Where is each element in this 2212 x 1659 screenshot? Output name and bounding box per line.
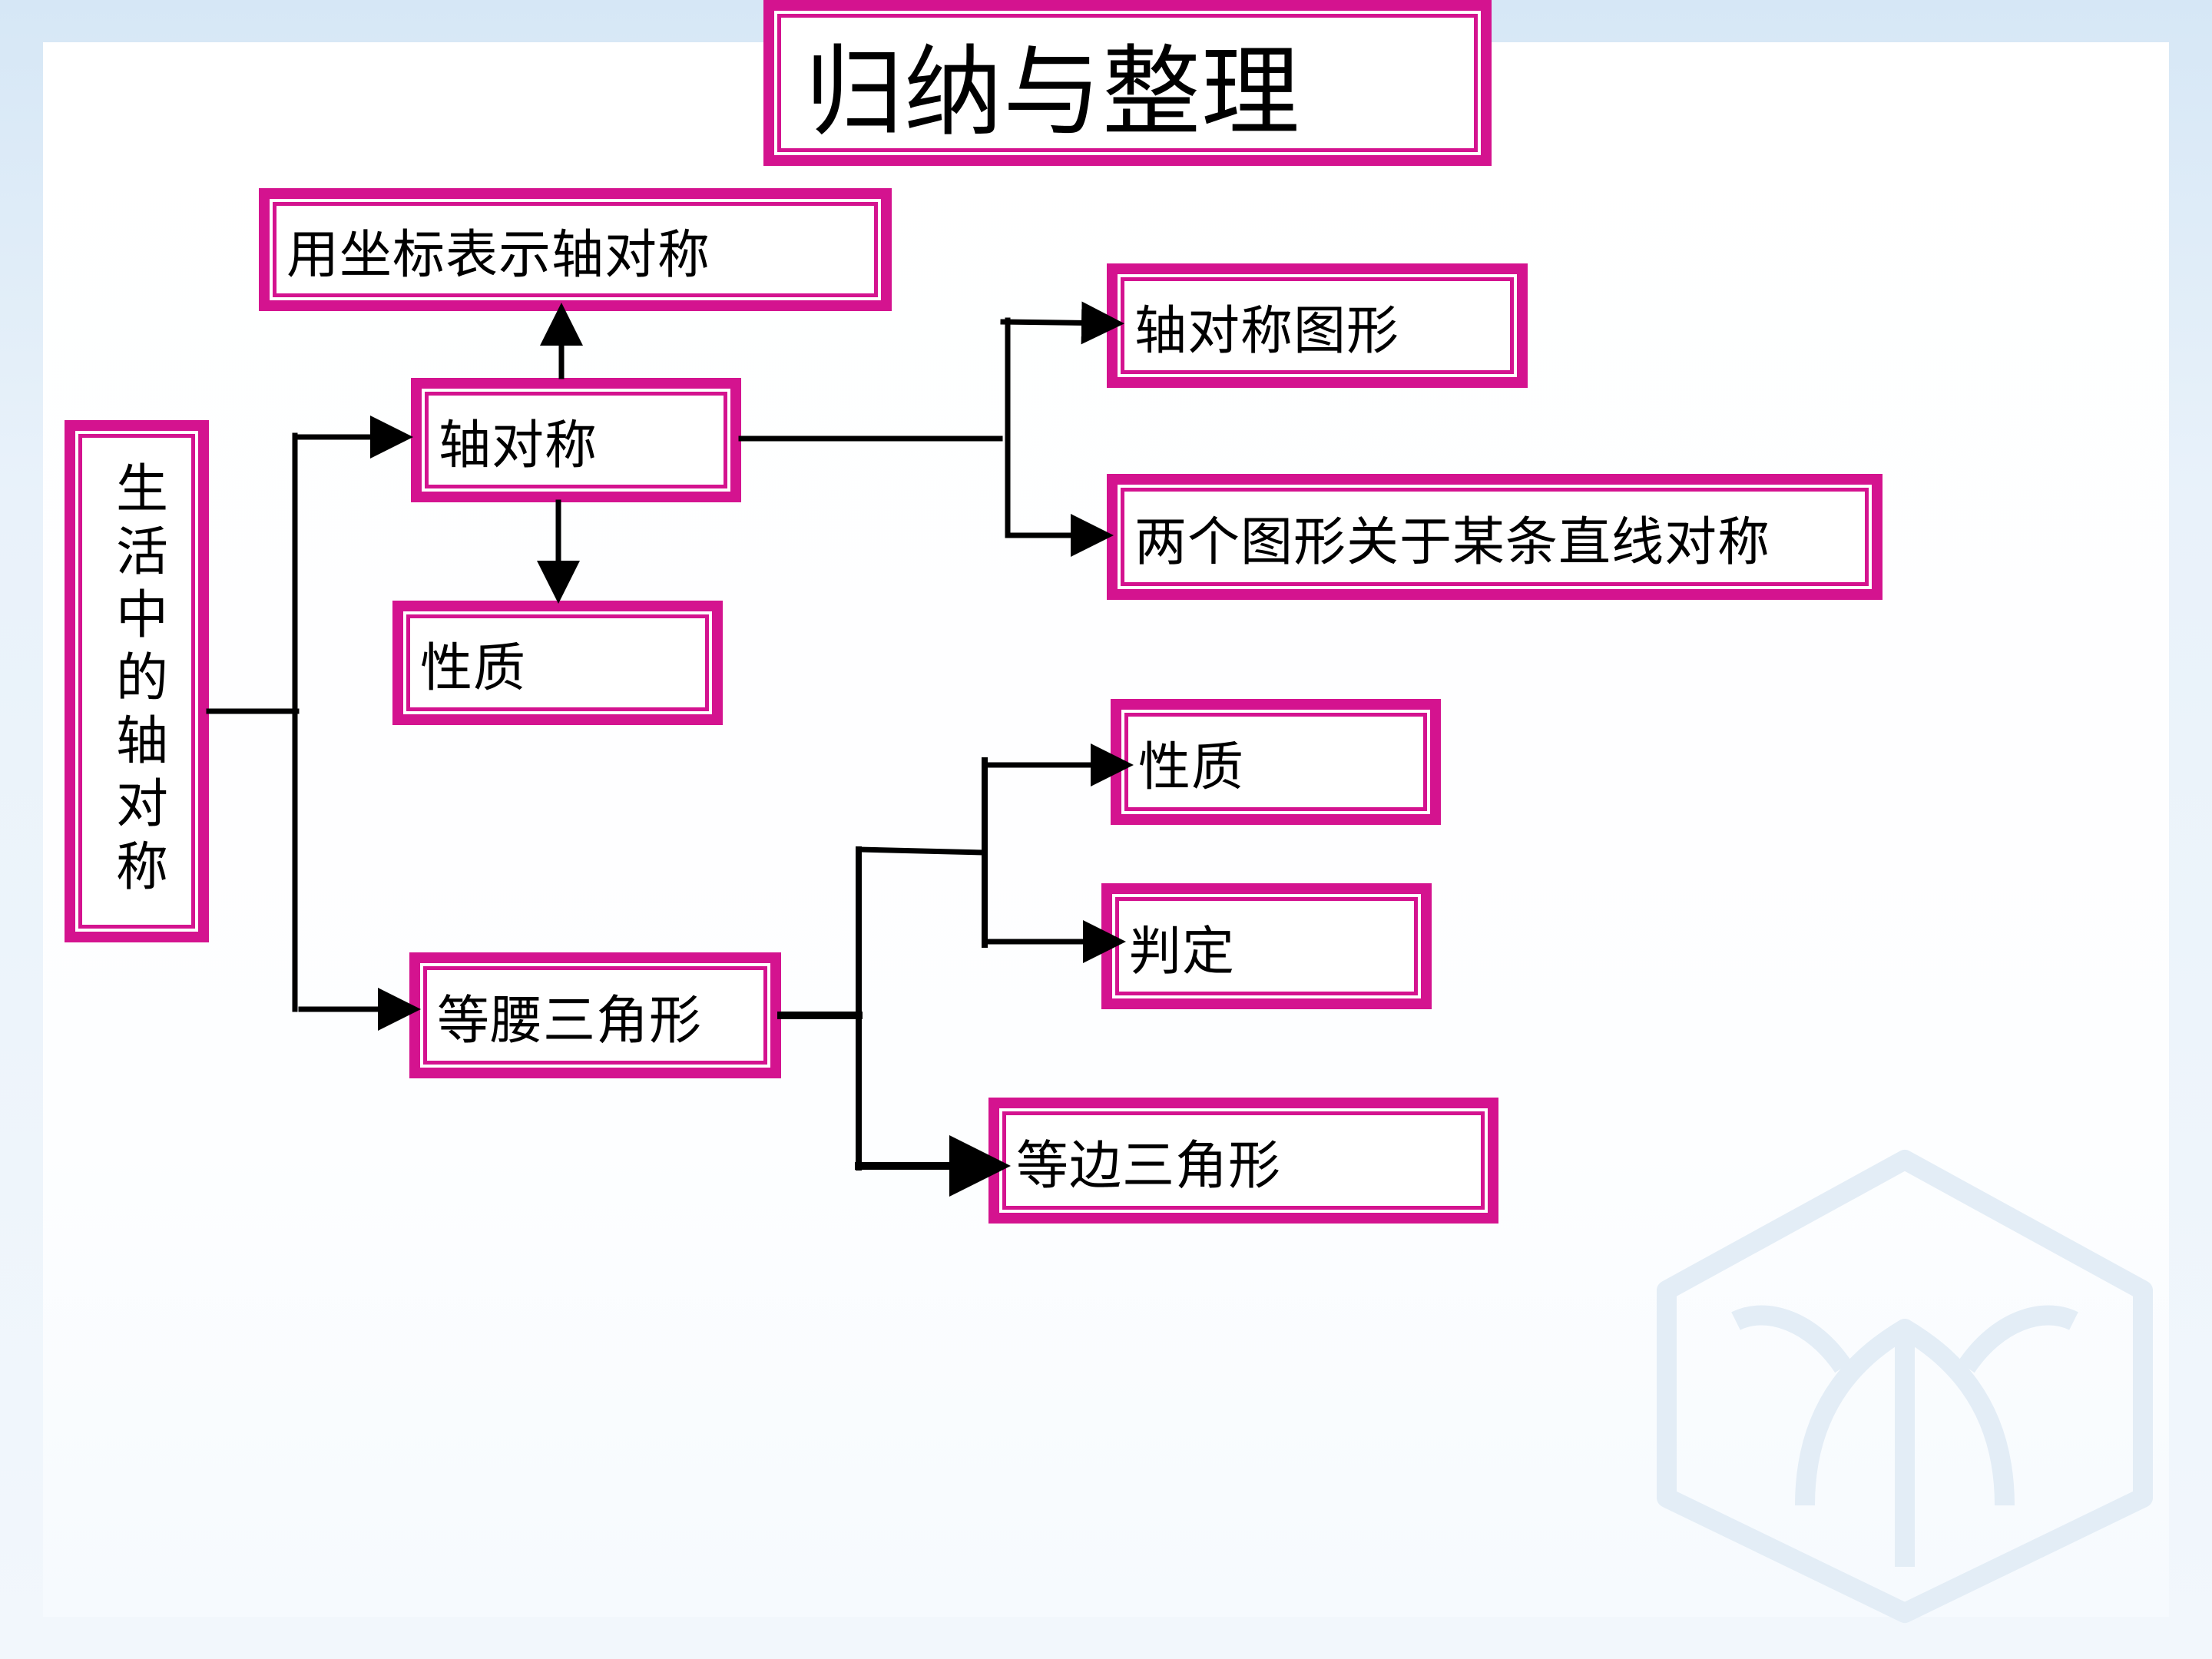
node-axis-properties-label: 性质 xyxy=(420,637,527,699)
title-box: 归纳与整理 xyxy=(763,0,1492,166)
node-equilateral: 等边三角形 xyxy=(988,1098,1498,1224)
page-title: 归纳与整理 xyxy=(805,35,1301,150)
node-axis-figure: 轴对称图形 xyxy=(1107,263,1528,388)
node-coord-symmetry: 用坐标表示轴对称 xyxy=(259,188,892,311)
title-box-inner-border xyxy=(777,14,1478,152)
root-node-label: 生活中的轴对称 xyxy=(106,461,167,902)
node-isosceles: 等腰三角形 xyxy=(409,952,781,1078)
node-axis-properties: 性质 xyxy=(392,601,723,725)
node-inner-border xyxy=(423,966,767,1065)
node-inner-border xyxy=(1121,277,1514,374)
node-isosceles-label: 等腰三角形 xyxy=(437,990,703,1051)
node-two-figures: 两个图形关于某条直线对称 xyxy=(1107,474,1883,600)
node-inner-border xyxy=(406,614,709,711)
node-iso-properties-label: 性质 xyxy=(1138,737,1245,798)
node-coord-symmetry-label: 用坐标表示轴对称 xyxy=(286,224,711,286)
root-node-inner-border xyxy=(78,434,195,929)
node-axis-symmetry: 轴对称 xyxy=(411,378,741,502)
node-inner-border xyxy=(273,202,878,297)
node-iso-properties: 性质 xyxy=(1111,699,1441,825)
node-equilateral-label: 等边三角形 xyxy=(1016,1135,1282,1197)
node-two-figures-label: 两个图形关于某条直线对称 xyxy=(1134,512,1771,573)
node-inner-border xyxy=(1121,488,1869,586)
node-axis-symmetry-label: 轴对称 xyxy=(439,415,598,476)
node-inner-border xyxy=(1124,713,1427,811)
node-iso-criteria: 判定 xyxy=(1101,883,1432,1009)
node-inner-border xyxy=(425,392,727,488)
node-axis-figure-label: 轴对称图形 xyxy=(1134,300,1400,362)
node-inner-border xyxy=(1002,1111,1485,1210)
logo-watermark-icon xyxy=(1657,1150,2153,1623)
root-node-box: 生活中的轴对称 xyxy=(65,420,209,942)
node-iso-criteria-label: 判定 xyxy=(1129,921,1236,982)
